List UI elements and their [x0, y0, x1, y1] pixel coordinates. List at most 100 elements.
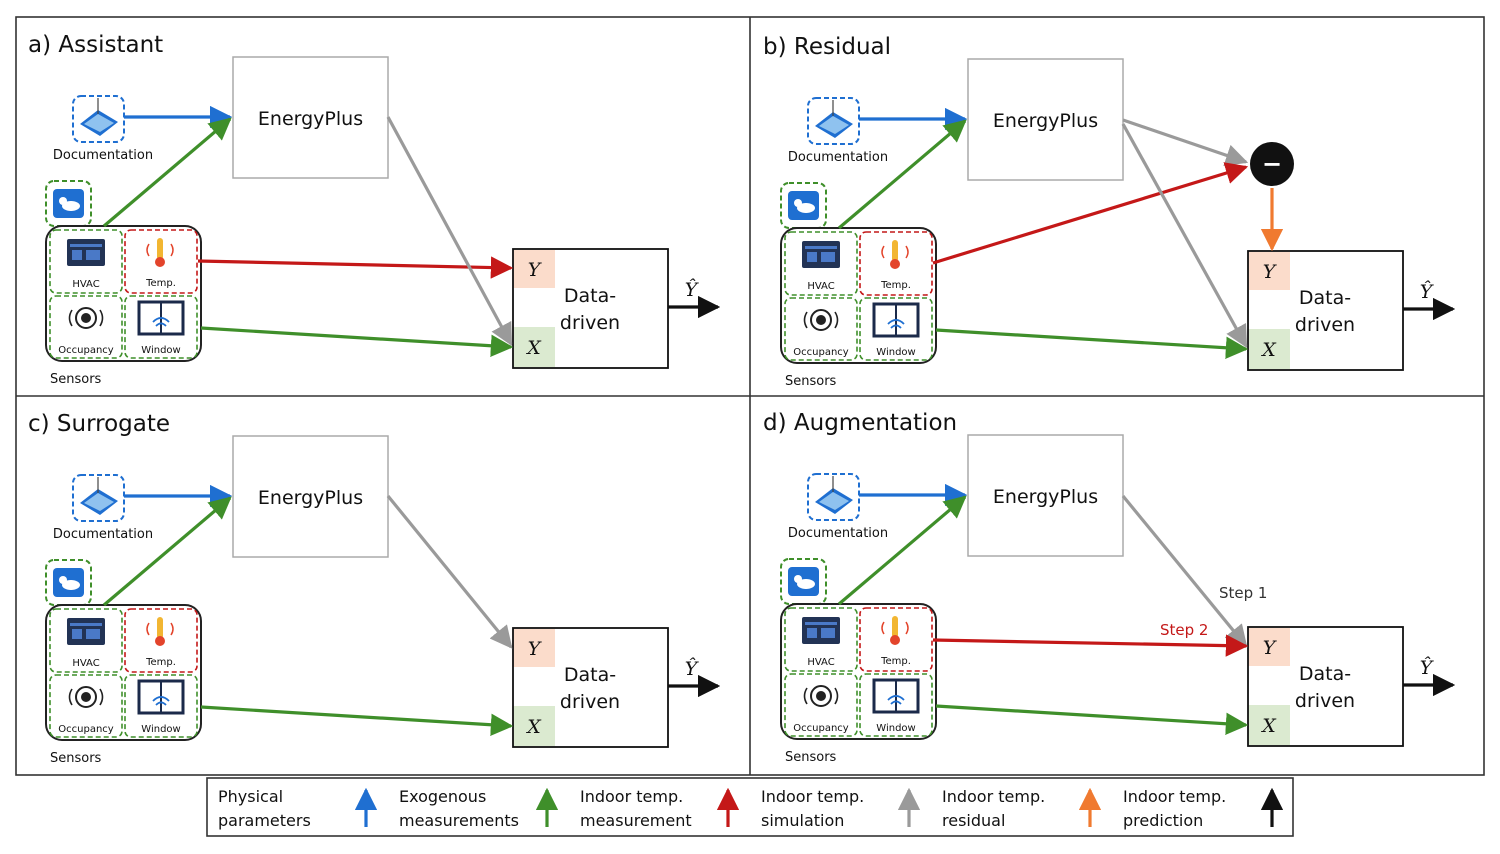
building-documentation-icon	[72, 95, 125, 143]
legend-label-line1: Indoor temp.	[942, 787, 1045, 806]
temp-label: Temp.	[145, 278, 176, 289]
simulation-to-subtract-arrow	[1122, 118, 1249, 167]
legend-label-line1: Exogenous	[399, 787, 486, 806]
documentation-label: Documentation	[788, 150, 888, 165]
sensors-group: HVAC Temp. Occupancy Window	[780, 603, 937, 740]
y-variable: Y	[528, 638, 543, 660]
exogenous-to-x-arrow	[935, 704, 1249, 735]
energyplus-box	[967, 58, 1124, 181]
weather-icon	[780, 558, 827, 605]
hvac-cell	[49, 608, 123, 673]
documentation-label: Documentation	[53, 148, 153, 163]
legend-label-line2: residual	[942, 811, 1005, 830]
documentation-label: Documentation	[788, 526, 888, 541]
weather-icon	[45, 559, 92, 606]
hvac-cell	[49, 229, 123, 294]
hvac-label: HVAC	[72, 658, 99, 669]
data-driven-label-2: driven	[1295, 314, 1355, 336]
occupancy-label: Occupancy	[58, 724, 114, 735]
exogenous-to-x-arrow	[200, 705, 514, 736]
data-driven-label-1: Data-	[1299, 287, 1351, 309]
window-label: Window	[876, 723, 915, 734]
panel-title: c) Surrogate	[28, 411, 170, 437]
y-hat-label: Ŷ	[685, 278, 700, 301]
occupancy-sensor-icon	[803, 309, 839, 331]
panel-title: d) Augmentation	[763, 410, 957, 436]
window-label: Window	[141, 345, 180, 356]
data-driven-label-1: Data-	[564, 664, 616, 686]
exogenous-to-energyplus-arrow	[102, 496, 232, 607]
simulation-to-x-arrow	[386, 116, 513, 346]
temp-label: Temp.	[880, 656, 911, 667]
window-icon	[872, 302, 920, 338]
panel-title: a) Assistant	[28, 32, 163, 58]
panel-title: b) Residual	[763, 34, 891, 60]
temp-cell	[124, 229, 198, 294]
exogenous-to-energyplus-arrow	[102, 117, 232, 228]
temp-cell	[124, 608, 198, 673]
window-icon	[872, 678, 920, 714]
weather-icon	[780, 182, 827, 229]
occupancy-sensor-icon	[68, 307, 104, 329]
data-driven-label-2: driven	[1295, 690, 1355, 712]
legend-frame	[206, 777, 1294, 837]
hvac-label: HVAC	[72, 279, 99, 290]
y-hat-label: Ŷ	[685, 657, 700, 680]
energyplus-label: EnergyPlus	[993, 110, 1098, 132]
hvac-icon	[802, 617, 840, 644]
occupancy-sensor-icon	[68, 686, 104, 708]
legend-label-line2: parameters	[218, 811, 311, 830]
exogenous-to-x-arrow	[200, 326, 514, 357]
window-icon	[137, 300, 185, 336]
hvac-cell	[784, 607, 858, 672]
data-driven-label-2: driven	[560, 691, 620, 713]
data-driven-label-1: Data-	[1299, 663, 1351, 685]
y-variable: Y	[528, 259, 543, 281]
occupancy-label: Occupancy	[793, 723, 849, 734]
hvac-icon	[67, 618, 105, 645]
sensors-label: Sensors	[50, 372, 102, 387]
exogenous-to-energyplus-arrow	[837, 119, 967, 230]
energyplus-label: EnergyPlus	[993, 486, 1098, 508]
window-icon	[137, 679, 185, 715]
occupancy-label: Occupancy	[793, 347, 849, 358]
occupancy-sensor-icon	[803, 685, 839, 707]
exogenous-to-energyplus-arrow	[837, 495, 967, 606]
measurement-to-subtract-arrow	[932, 162, 1249, 265]
data-driven-label-2: driven	[560, 312, 620, 334]
window-label: Window	[876, 347, 915, 358]
occupancy-label: Occupancy	[58, 345, 114, 356]
hvac-label: HVAC	[807, 657, 834, 668]
legend-label-line2: prediction	[1123, 811, 1203, 830]
energyplus-label: EnergyPlus	[258, 108, 363, 130]
step-1-label: Step 1	[1219, 584, 1267, 602]
temp-cell	[859, 607, 933, 672]
legend-label-line1: Indoor temp.	[1123, 787, 1226, 806]
x-variable: X	[1260, 339, 1277, 361]
legend-label-line2: measurement	[580, 811, 692, 830]
legend-label-line2: simulation	[761, 811, 844, 830]
temp-cell	[859, 231, 933, 296]
sensors-label: Sensors	[785, 750, 837, 765]
energyplus-label: EnergyPlus	[258, 487, 363, 509]
simulation-to-x-arrow	[1121, 123, 1248, 348]
temp-label: Temp.	[880, 280, 911, 291]
simulation-to-y-arrow	[1121, 494, 1248, 648]
thermometer-icon	[146, 617, 174, 646]
panel-d: d) AugmentationEnergyPlusDocumentationHV…	[763, 410, 1456, 765]
y-hat-label: Ŷ	[1420, 656, 1435, 679]
x-variable: X	[525, 337, 542, 359]
subtract-node	[1250, 142, 1294, 186]
building-documentation-icon	[807, 473, 860, 521]
